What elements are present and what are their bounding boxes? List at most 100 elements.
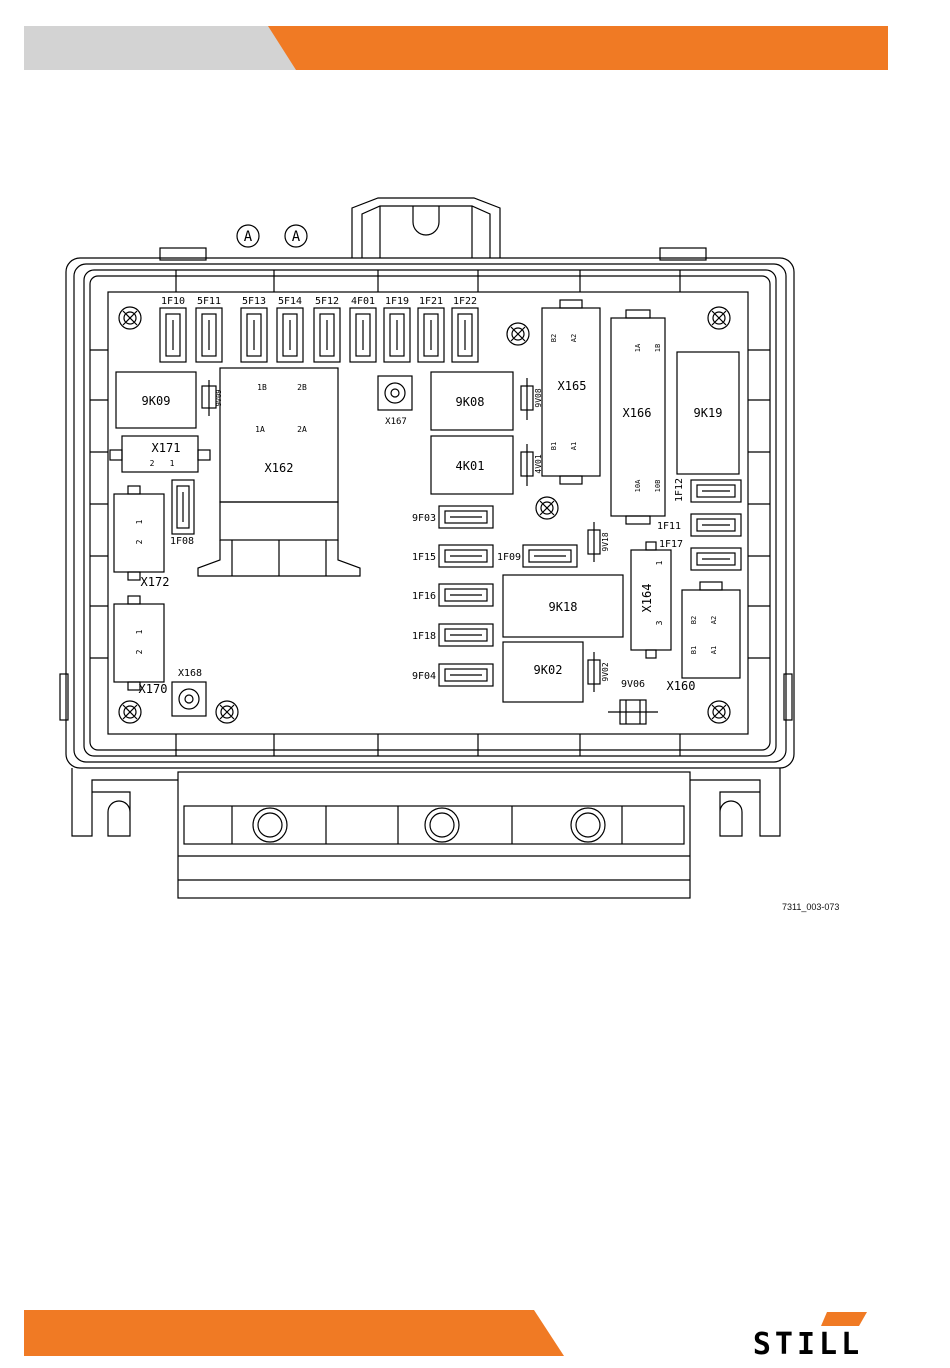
fuse-icon[interactable] [241,308,267,362]
connector-x167[interactable] [378,376,412,410]
diode-9v09[interactable] [202,380,216,416]
connector-x160-label: X160 [667,679,696,693]
side-clip-right [784,674,792,720]
fuse-icon[interactable] [314,308,340,362]
connector-x162-pin: 1B [257,383,267,392]
relay-9k18-label: 9K18 [549,600,578,614]
fuse-icon[interactable] [691,514,741,536]
diode-9v08[interactable] [521,378,533,420]
fuse-icon[interactable] [350,308,376,362]
top-tab-slot [413,206,439,235]
screw-icon [216,701,238,723]
fuse-icon[interactable] [277,308,303,362]
fuse-label: 1F21 [419,296,443,307]
diode-9v06-label: 9V06 [621,679,645,690]
diode-9v06[interactable] [608,700,658,724]
fuse-icon[interactable] [691,548,741,570]
screw-icon [119,307,141,329]
fuse-label: 5F13 [242,296,266,307]
fuse-icon[interactable] [691,480,741,502]
connector-x165-pin: B1 [550,442,558,450]
fuse-icon[interactable] [439,545,493,567]
connector-x170-pin: 1 [135,629,144,634]
relay-4k01-label: 4K01 [456,459,485,473]
connector-x162-label: X162 [265,461,294,475]
fuse-label: 5F14 [278,296,302,307]
diode-9v02[interactable] [588,652,600,692]
connector-x165-pin: B2 [550,334,558,342]
fuse-label: 9F04 [412,671,436,682]
fuse-icon[interactable] [523,545,577,567]
fuse-icon[interactable] [439,664,493,686]
connector-x166-pin: 10A [634,479,642,492]
screw-icon [708,307,730,329]
callout-a-right-label: A [292,229,301,245]
screw-icon [507,323,529,345]
screw-icon [708,701,730,723]
diode-9v18[interactable] [588,522,600,562]
fuse-icon[interactable] [439,506,493,528]
diode-9v02-label: 9V02 [601,662,610,681]
connector-x171-pin: 2 [150,459,155,468]
diode-9v18-label: 9V18 [601,532,610,551]
fuse-icon[interactable] [172,480,194,534]
diode-4v01[interactable] [521,444,533,486]
fuse-label: 1F15 [412,552,436,563]
fuse-icon[interactable] [160,308,186,362]
connector-x170[interactable] [114,596,164,690]
connector-x170-label: X170 [139,682,168,696]
connector-x164-pin: 1 [655,560,664,565]
footer-orange-bar [24,1310,564,1356]
fuse-icon[interactable] [452,308,478,362]
connector-x168[interactable] [172,682,206,716]
connector-x172[interactable] [114,486,164,580]
fuse-label: 1F12 [674,478,685,502]
connector-x160-pin: B2 [690,616,698,624]
connector-x162-pin: 2B [297,383,307,392]
fuse-icon[interactable] [439,624,493,646]
connector-x167-label: X167 [385,417,407,427]
connector-x160-pin: A2 [710,616,718,624]
connector-x162-pin: 1A [255,425,265,434]
fuse-icon[interactable] [439,584,493,606]
connector-x160[interactable] [682,582,740,678]
connector-x164-pin: 3 [655,620,664,625]
diode-9v09-label: 9V09 [215,390,223,407]
fuse-label: 1F22 [453,296,477,307]
connector-x172-pin: 2 [135,539,144,544]
fuse-label: 1F10 [161,296,185,307]
figure-reference: 7311_003-073 [782,902,839,912]
connector-x160-pin: B1 [690,646,698,654]
fuse-label: 9F03 [412,513,436,524]
connector-x168-label: X168 [178,668,202,679]
connector-x166-label: X166 [623,406,652,420]
screw-icon [119,701,141,723]
connector-x172-pin: 1 [135,519,144,524]
fuse-label: 5F11 [197,296,221,307]
callout-a-right: A [285,225,307,247]
fuse-label: 1F09 [497,552,521,563]
fuse-label: 1F08 [170,536,194,547]
connector-x162-pin: 2A [297,425,307,434]
connector-x166-pin: 10B [654,480,662,493]
relay-9k02-label: 9K02 [534,663,563,677]
bottom-bracket-left [72,768,178,836]
connector-x165-label: X165 [558,379,587,393]
fuse-icon[interactable] [384,308,410,362]
connector-x166-pin: 1B [654,344,662,352]
relay-9k19-label: 9K19 [694,406,723,420]
callout-a-left: A [237,225,259,247]
fuse-icon[interactable] [418,308,444,362]
footer-band [24,1310,564,1356]
fuse-icon[interactable] [196,308,222,362]
fuse-label: 1F11 [657,521,681,532]
side-clip-left [60,674,68,720]
connector-x171-label: X171 [152,441,181,455]
bottom-connector-block [178,772,690,898]
screw-icon [536,497,558,519]
connector-x170-pin: 2 [135,649,144,654]
top-tab [352,198,500,258]
fuse-label: 1F18 [412,631,436,642]
still-logo-accent [821,1312,867,1326]
